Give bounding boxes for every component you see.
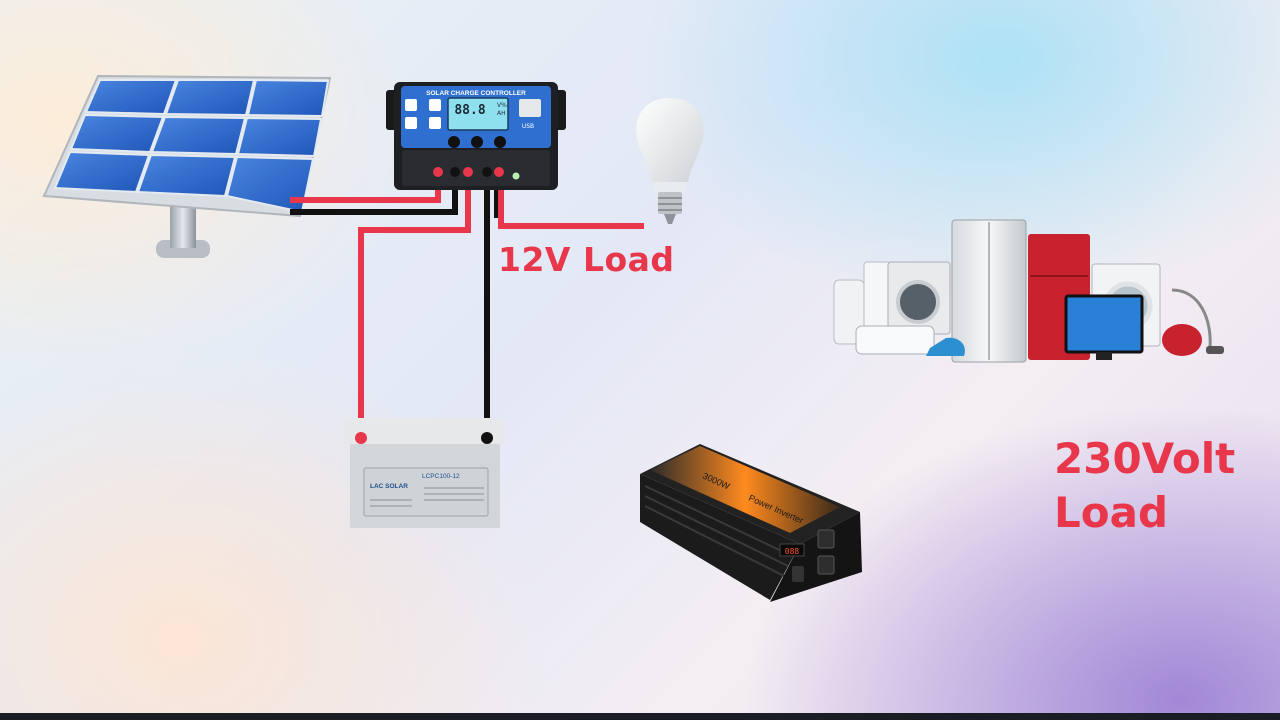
washing-machine-door [896,280,940,324]
inverter-display-value: 088 [785,547,800,556]
controller-terminal-3 [463,167,473,177]
controller-button-menu [448,136,460,148]
controller-lcd-unit-top: V% [497,102,507,109]
controller-icon-battery [405,117,417,129]
charge-controller: SOLAR CHARGE CONTROLLER 88.8 V% AH USB [386,82,566,190]
solar-panel [42,74,332,258]
television [1064,294,1144,354]
split-air-conditioner [855,325,935,355]
battery-brand: LAC SOLAR [370,483,408,490]
battery-label [363,467,489,517]
battery-terminal-positive [355,432,367,444]
light-bulb [636,98,704,224]
label-230volt-line2: Load [1054,488,1169,537]
controller-terminal-4 [482,167,492,177]
appliances-group [833,219,1224,363]
light-bulb-globe [636,98,704,182]
controller-lcd [447,97,509,131]
controller-terminal-5 [494,167,504,177]
vacuum-cleaner [1162,288,1224,356]
battery-model: LCPC100-12 [422,473,460,480]
inverter: 088 Power Inverter 3000W [640,444,862,602]
controller-usb-port [519,99,541,117]
battery-positive-wire [358,176,471,440]
inverter-display [779,543,805,557]
controller-icon-panel [405,99,417,111]
controller-terminal-1 [433,167,443,177]
controller-terminal-2 [450,167,460,177]
controller-usb-label: USB [522,123,534,130]
solar-panel-stand-base [156,240,210,258]
inverter-side [640,474,800,600]
inverter-outlet-2 [817,555,835,575]
controller-icon-lock [429,117,441,129]
battery-lid [344,418,504,444]
clothes-iron [926,337,965,356]
load-positive-wire [498,176,644,229]
controller-lcd-value: 88.8 [454,103,485,118]
inverter-switch [792,566,804,582]
inverter-top-stripe [650,446,840,533]
controller-status-led [512,172,520,180]
controller-button-up [471,136,483,148]
label-230volt-load: 230Volt Load [1054,432,1235,540]
light-bulb-neck [654,182,686,192]
controller-button-down [494,136,506,148]
battery-terminal-negative [481,432,493,444]
battery: LAC SOLAR LCPC100-12 [344,418,504,528]
controller-icon-settings [429,99,441,111]
wiring [290,176,644,440]
inverter-outlet-1 [817,529,835,549]
bottom-bar [0,713,1280,720]
controller-lcd-unit-bottom: AH [497,110,506,117]
controller-terminal-block [402,150,550,186]
controller-title: SOLAR CHARGE CONTROLLER [426,90,526,97]
label-12v-load: 12V Load [498,240,675,279]
label-230volt-line1: 230Volt [1054,434,1236,483]
